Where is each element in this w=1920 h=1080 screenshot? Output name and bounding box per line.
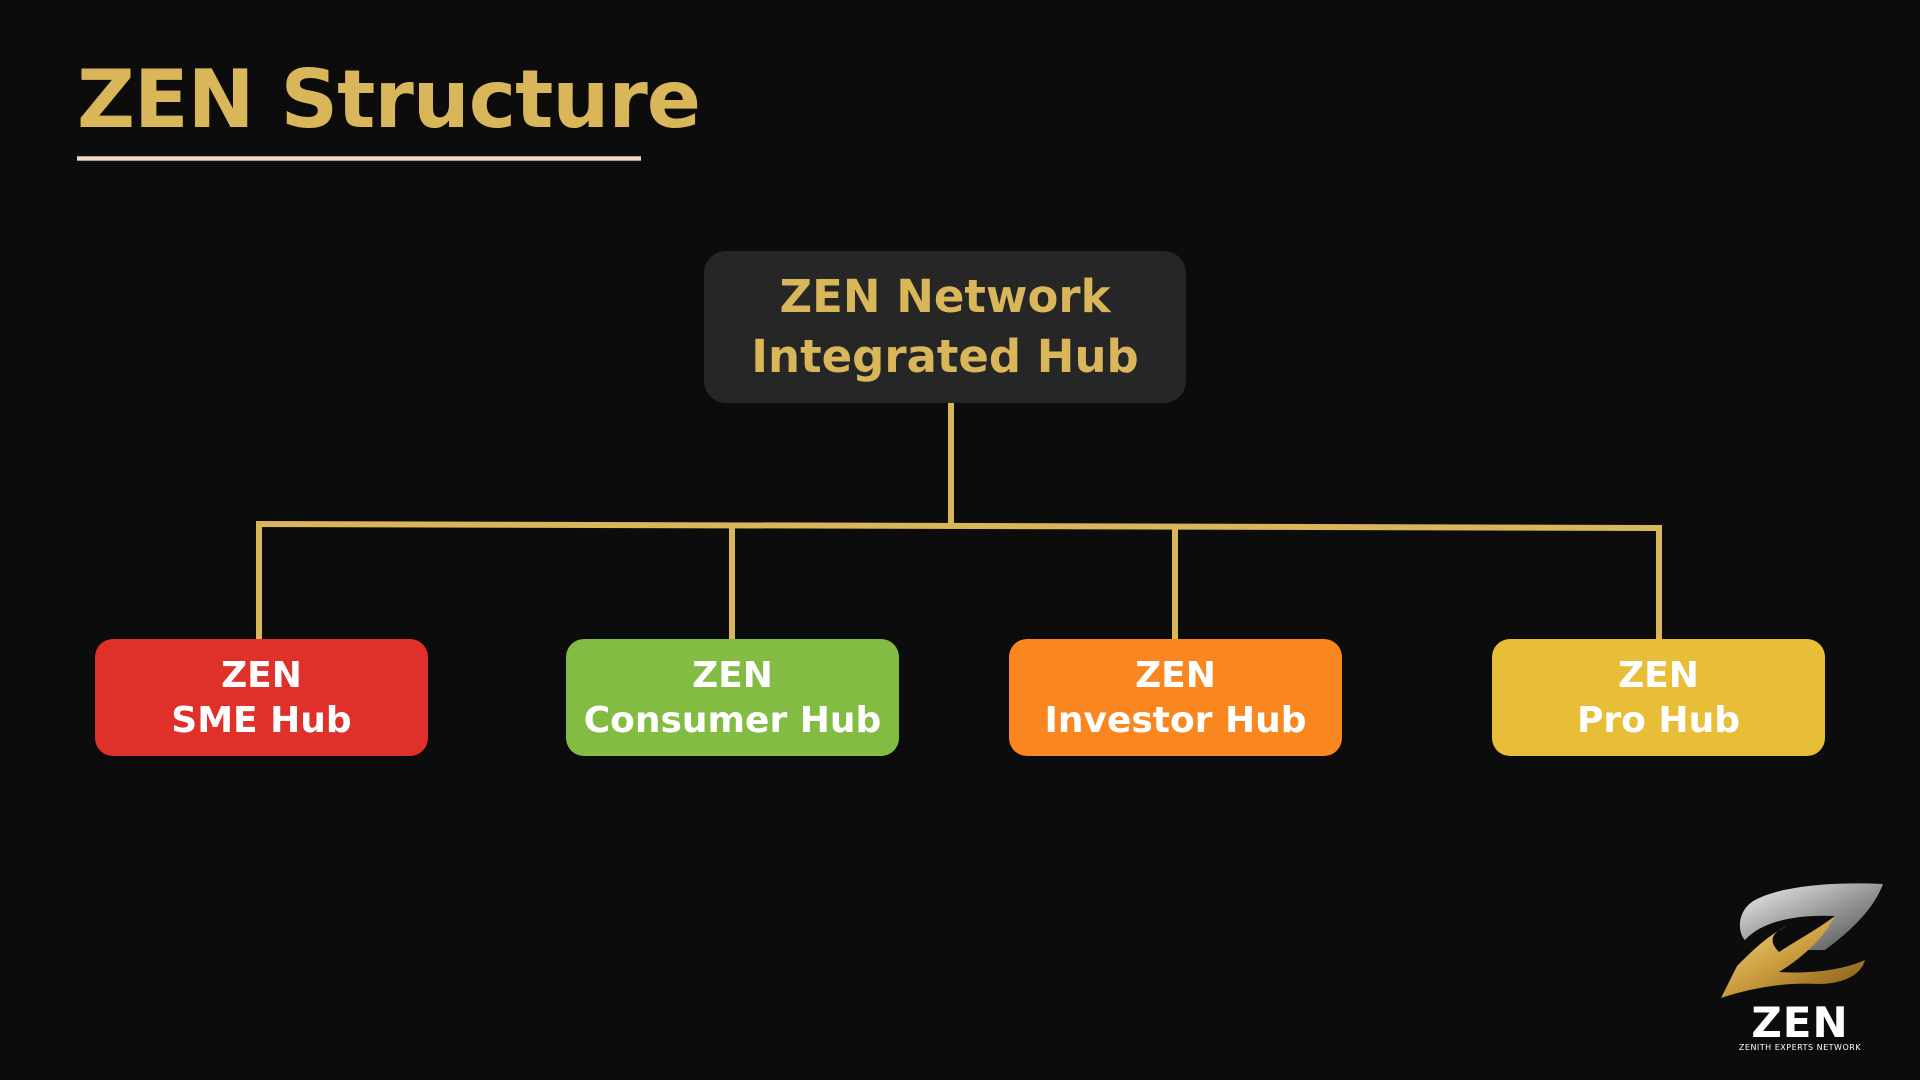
- logo-tagline: ZENITH EXPERTS NETWORK: [1738, 1043, 1862, 1052]
- hub-node-label-line2: Investor Hub: [1044, 699, 1307, 741]
- connector-horizontal-bar: [255, 520, 1663, 532]
- hub-node-investor: ZEN Investor Hub: [1009, 639, 1342, 756]
- hub-node-label-line1: ZEN: [692, 654, 773, 696]
- hub-node-sme: ZEN SME Hub: [95, 639, 428, 756]
- hub-node-pro: ZEN Pro Hub: [1492, 639, 1825, 756]
- hub-node-label-line1: ZEN: [1618, 654, 1699, 696]
- root-node-label-line2: Integrated Hub: [751, 330, 1139, 383]
- hub-node-label-line2: Consumer Hub: [583, 699, 882, 741]
- zen-z-emblem-icon: [1721, 883, 1883, 998]
- hub-node-consumer: ZEN Consumer Hub: [566, 639, 899, 756]
- logo-wordmark: ZEN: [1751, 998, 1849, 1047]
- root-node-integrated-hub: ZEN Network Integrated Hub: [704, 251, 1186, 403]
- root-node-label-line1: ZEN Network: [779, 270, 1111, 323]
- hub-node-label-line1: ZEN: [221, 654, 302, 696]
- hub-node-label-line2: Pro Hub: [1577, 699, 1740, 741]
- title-underline: [77, 156, 641, 161]
- page-title: ZEN Structure: [77, 53, 701, 146]
- hub-node-label-line2: SME Hub: [171, 699, 352, 741]
- hub-node-label-line1: ZEN: [1135, 654, 1216, 696]
- zen-logo: ZEN ZENITH EXPERTS NETWORK: [1715, 880, 1885, 1055]
